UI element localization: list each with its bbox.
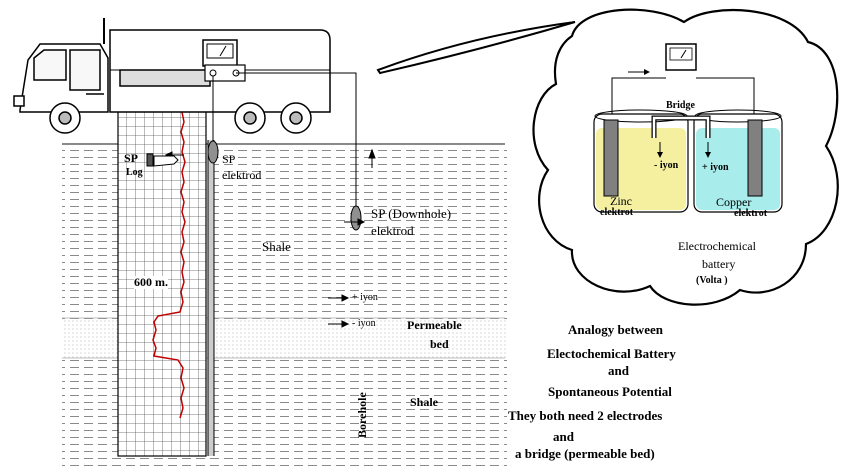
- sp-surface-label-2: elektrod: [222, 168, 262, 182]
- truck-voltmeter: [202, 39, 246, 82]
- depth-label: 600 m.: [134, 275, 168, 289]
- battery-title-3: (Volta ): [696, 275, 728, 286]
- caption-line-7: a bridge (permeable bed): [515, 446, 655, 461]
- zinc-label-2: elektrot: [600, 207, 634, 218]
- copper-label-1: Copper: [716, 195, 752, 209]
- electrochemical-battery: [593, 43, 783, 213]
- measurement-wires: [212, 72, 376, 206]
- caption-line-1: Analogy between: [568, 322, 663, 337]
- plus-ion-label: + iyon: [352, 292, 378, 303]
- battery-title-1: Electrochemical: [678, 239, 756, 253]
- minus-ion-label: - iyon: [352, 318, 376, 329]
- sp-log-label-1: SP: [124, 151, 139, 165]
- battery-title-2: battery: [702, 257, 736, 271]
- battery-plus-ion-label: + iyon: [702, 162, 729, 173]
- shale-upper-label: Shale: [262, 239, 291, 254]
- sp-downhole-label-2: elektrod: [371, 223, 414, 238]
- downhole-electrode: [350, 205, 362, 231]
- pointing-hand-icon: [146, 153, 179, 167]
- zinc-label-1: Zinc: [610, 194, 632, 208]
- bridge-label: Bridge: [666, 100, 695, 111]
- caption-line-5: They both need 2 electrodes: [508, 408, 663, 423]
- sp-log-label-2: Log: [126, 167, 143, 178]
- caption-line-2: Electochemical Battery: [547, 346, 676, 361]
- permeable-label-2: bed: [430, 337, 449, 351]
- borehole: [117, 85, 215, 457]
- caption-line-3: and: [608, 363, 629, 378]
- copper-label-2: elektrot: [734, 208, 768, 219]
- caption-line-4: Spontaneous Potential: [548, 384, 672, 399]
- sp-downhole-label-1: SP (Downhole): [371, 206, 452, 221]
- caption-line-6: and: [553, 429, 574, 444]
- surface-electrode: [207, 140, 219, 164]
- sp-curve: [152, 87, 186, 419]
- shale-lower-label: Shale: [410, 395, 439, 409]
- battery-minus-ion-label: - iyon: [654, 160, 679, 171]
- sp-surface-label-1: SP: [222, 152, 236, 166]
- permeable-label-1: Permeable: [407, 318, 462, 332]
- thought-bubble-tail: [376, 21, 576, 75]
- borehole-label: Borehole: [355, 392, 369, 438]
